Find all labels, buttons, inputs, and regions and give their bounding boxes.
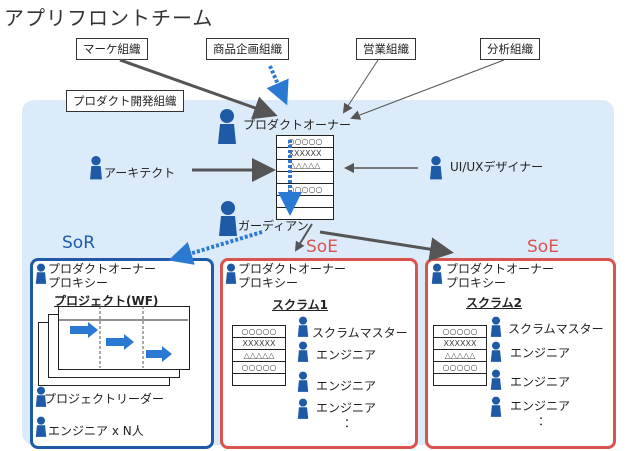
soe2-ellipsis: ： xyxy=(538,414,551,428)
architect-person-icon xyxy=(90,156,102,180)
backlog-row xyxy=(233,374,285,385)
soe1-scrum-master-label: スクラムマスター xyxy=(312,326,408,340)
soe1-engineer-person-icon xyxy=(297,398,309,419)
guardian-label: ガーディアン xyxy=(238,219,309,233)
soe2-engineer-person-icon xyxy=(490,396,502,417)
backlog-row: XXXXXX xyxy=(277,148,333,160)
soe2-engineer-person-icon xyxy=(490,341,502,362)
soe2-scrum-master-person-icon xyxy=(490,316,502,337)
soe1-po-proxy-person-icon xyxy=(225,263,237,284)
sor-engineer-person-icon xyxy=(35,416,47,437)
guardian-person-icon xyxy=(219,201,237,236)
soe2-engineer-label: エンジニア xyxy=(510,399,571,413)
product-owner-person-icon xyxy=(218,109,236,144)
backlog-row: XXXXXX xyxy=(233,338,285,350)
backlog-row: ○○○○○ xyxy=(434,326,486,338)
sor-leader-label: プロジェクトリーダー xyxy=(44,392,165,406)
soe2-engineer-label: エンジニア xyxy=(510,346,571,360)
planning-to-po-blue-arrow xyxy=(266,65,289,106)
backlog-row: △△△△△ xyxy=(434,350,486,362)
soe2-sprint-backlog: ○○○○○ XXXXXX △△△△△ ○○○○○ xyxy=(433,325,487,386)
uiux-label: UI/UXデザイナー xyxy=(450,160,544,174)
backlog-row: ○○○○○ xyxy=(233,326,285,338)
soe1-label: SoE xyxy=(306,237,338,257)
sor-engineers-label: エンジニア x N人 xyxy=(48,424,144,438)
soe1-po-proxy-line1: プロダクトオーナー xyxy=(238,262,347,276)
backlog-row: ○○○○○ xyxy=(277,184,333,196)
soe2-po-proxy-line1: プロダクトオーナー xyxy=(446,262,555,276)
sor-label: SoR xyxy=(62,233,96,253)
product-backlog: ○○○○○ XXXXXX △△△△△ ○○○○○ xyxy=(276,135,334,220)
backlog-row: △△△△△ xyxy=(233,350,285,362)
backlog-row: ○○○○○ xyxy=(233,362,285,374)
backlog-row: △△△△△ xyxy=(277,160,333,172)
wf-gantt-icon xyxy=(58,306,188,368)
sor-po-proxy-line1: プロダクトオーナー xyxy=(48,262,157,276)
org-marketing: マーケ組織 xyxy=(76,38,148,60)
backlog-row xyxy=(434,374,486,385)
sor-po-proxy-person-icon xyxy=(35,263,47,284)
soe1-scrum-master-person-icon xyxy=(297,316,309,337)
product-owner-label: プロダクトオーナー xyxy=(243,118,352,132)
soe2-po-proxy-line2: プロキシー xyxy=(446,276,507,290)
architect-label: アーキテクト xyxy=(104,166,176,180)
soe1-engineer-label: エンジニア xyxy=(316,348,377,362)
soe2-scrum-label: スクラム2 xyxy=(466,296,522,310)
uiux-person-icon xyxy=(430,156,442,180)
soe2-engineer-person-icon xyxy=(490,369,502,390)
soe1-scrum-label: スクラム1 xyxy=(272,298,328,312)
backlog-row: ○○○○○ xyxy=(277,136,333,148)
backlog-row xyxy=(277,208,333,219)
soe1-engineer-label: エンジニア xyxy=(316,379,377,393)
soe1-engineer-person-icon xyxy=(297,371,309,392)
backlog-row xyxy=(277,196,333,208)
backlog-row: ○○○○○ xyxy=(434,362,486,374)
sor-leader-person-icon xyxy=(35,386,47,407)
soe1-po-proxy-line2: プロキシー xyxy=(238,276,299,290)
org-analytics: 分析組織 xyxy=(480,38,540,60)
soe1-engineer-label: エンジニア xyxy=(316,401,377,415)
backlog-row: XXXXXX xyxy=(434,338,486,350)
org-product-planning: 商品企画組織 xyxy=(206,38,289,60)
sor-po-proxy-line2: プロキシー xyxy=(48,276,109,290)
soe1-sprint-backlog: ○○○○○ XXXXXX △△△△△ ○○○○○ xyxy=(232,325,286,386)
soe2-label: SoE xyxy=(527,237,559,257)
soe1-engineer-person-icon xyxy=(297,341,309,362)
soe2-scrum-master-label: スクラムマスター xyxy=(508,322,604,336)
wf-sheet-front xyxy=(58,306,190,370)
soe1-ellipsis: ： xyxy=(344,416,357,430)
soe2-po-proxy-person-icon xyxy=(431,263,443,284)
soe2-engineer-label: エンジニア xyxy=(510,375,571,389)
backlog-row xyxy=(277,172,333,184)
org-product-dev: プロダクト開発組織 xyxy=(66,90,184,112)
page-title: アプリフロントチーム xyxy=(4,6,214,30)
sor-project-label: プロジェクト(WF) xyxy=(54,294,159,308)
org-sales: 営業組織 xyxy=(356,38,416,60)
